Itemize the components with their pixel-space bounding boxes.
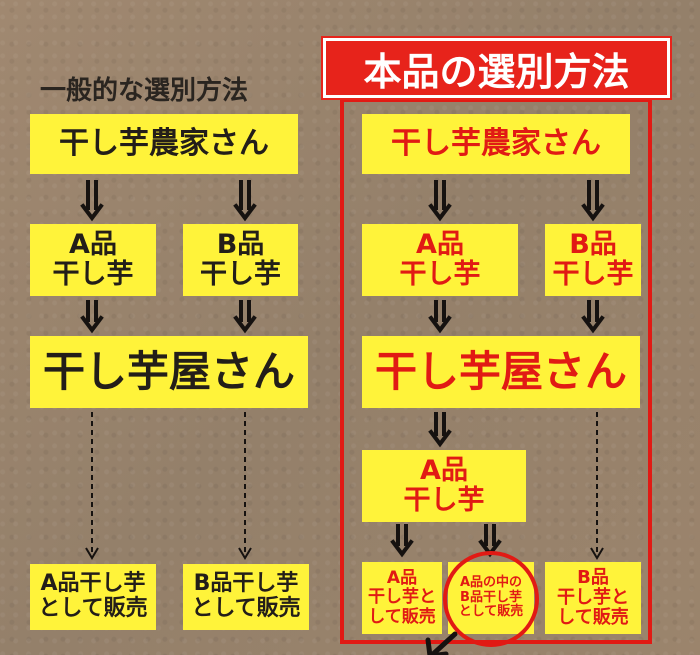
right-shop-box: 干し芋屋さん [362, 336, 640, 408]
right-sold-b-line2: 干し芋と [557, 586, 629, 608]
right-farmer-label: 干し芋農家さん [391, 126, 601, 162]
double-arrow-icon [80, 300, 104, 334]
right-sold-mid-line1: A品の中の [459, 575, 523, 591]
double-arrow-icon [581, 180, 605, 222]
left-grade-a-line1: A品 [69, 228, 117, 260]
left-sold-b-line1: B品干し芋 [193, 571, 299, 597]
right-grade-a-line1: A品 [416, 228, 464, 260]
right-sold-b-line3: して販売 [557, 607, 629, 629]
right-shop-label: 干し芋屋さん [374, 347, 627, 397]
double-arrow-icon [478, 524, 502, 558]
left-sold-a-line2: として販売 [38, 596, 148, 621]
double-arrow-icon [390, 524, 414, 558]
double-arrow-icon [581, 300, 605, 334]
arrowhead-icon [85, 547, 99, 560]
left-sold-a-line1: A品干し芋 [40, 571, 146, 597]
left-shop-box: 干し芋屋さん [30, 336, 308, 408]
right-grade-a-line2: 干し芋 [399, 259, 481, 290]
pointer-arrow-icon [425, 631, 458, 655]
highlight-circle-icon [443, 551, 539, 647]
right-sold-a-line2: 干し芋と [368, 587, 436, 608]
left-title: 一般的な選別方法 [40, 76, 249, 106]
right-grade-a2-line2: 干し芋 [403, 485, 485, 516]
left-sold-b-box: B品干し芋 として販売 [183, 564, 309, 630]
right-sold-mid-line3: として販売 [458, 604, 524, 620]
left-grade-b-line2: 干し芋 [200, 259, 281, 290]
right-sold-b-box: B品 干し芋と して販売 [545, 562, 641, 634]
left-grade-b-line1: B品 [216, 228, 265, 260]
right-sold-a-box: A品 干し芋と して販売 [362, 562, 442, 634]
arrowhead-icon [590, 547, 604, 560]
double-arrow-icon [80, 180, 104, 222]
right-grade-a2-box: A品 干し芋 [362, 450, 526, 522]
left-grade-b-box: B品 干し芋 [183, 224, 298, 296]
right-grade-b-line1: B品 [569, 228, 617, 260]
right-sold-b-line1: B品 [577, 566, 609, 588]
arrowhead-icon [238, 547, 252, 560]
left-sold-a-box: A品干し芋 として販売 [30, 564, 156, 630]
right-farmer-box: 干し芋農家さん [362, 114, 630, 174]
double-arrow-icon [233, 180, 257, 222]
left-grade-a-line2: 干し芋 [52, 259, 134, 290]
left-farmer-label: 干し芋農家さん [59, 126, 269, 162]
right-sold-mid-line2: B品干し芋 [460, 589, 522, 605]
right-sold-a-line1: A品 [386, 568, 418, 589]
right-grade-a-box: A品 干し芋 [362, 224, 518, 296]
right-title: 本品の選別方法 [323, 38, 670, 98]
left-farmer-box: 干し芋農家さん [30, 114, 298, 174]
double-arrow-icon [428, 412, 452, 448]
left-grade-a-box: A品 干し芋 [30, 224, 156, 296]
left-shop-label: 干し芋屋さん [42, 347, 295, 397]
left-sold-b-line2: として販売 [191, 596, 301, 621]
right-grade-b-box: B品 干し芋 [545, 224, 641, 296]
right-grade-a2-line1: A品 [420, 454, 468, 486]
right-highlight-frame [340, 98, 652, 644]
double-arrow-icon [233, 300, 257, 334]
right-sold-a-line3: して販売 [368, 606, 436, 627]
right-grade-b-line2: 干し芋 [552, 259, 634, 290]
double-arrow-icon [428, 180, 452, 222]
right-sold-mid-box: A品の中の B品干し芋 として販売 [448, 562, 534, 634]
double-arrow-icon [428, 300, 452, 334]
